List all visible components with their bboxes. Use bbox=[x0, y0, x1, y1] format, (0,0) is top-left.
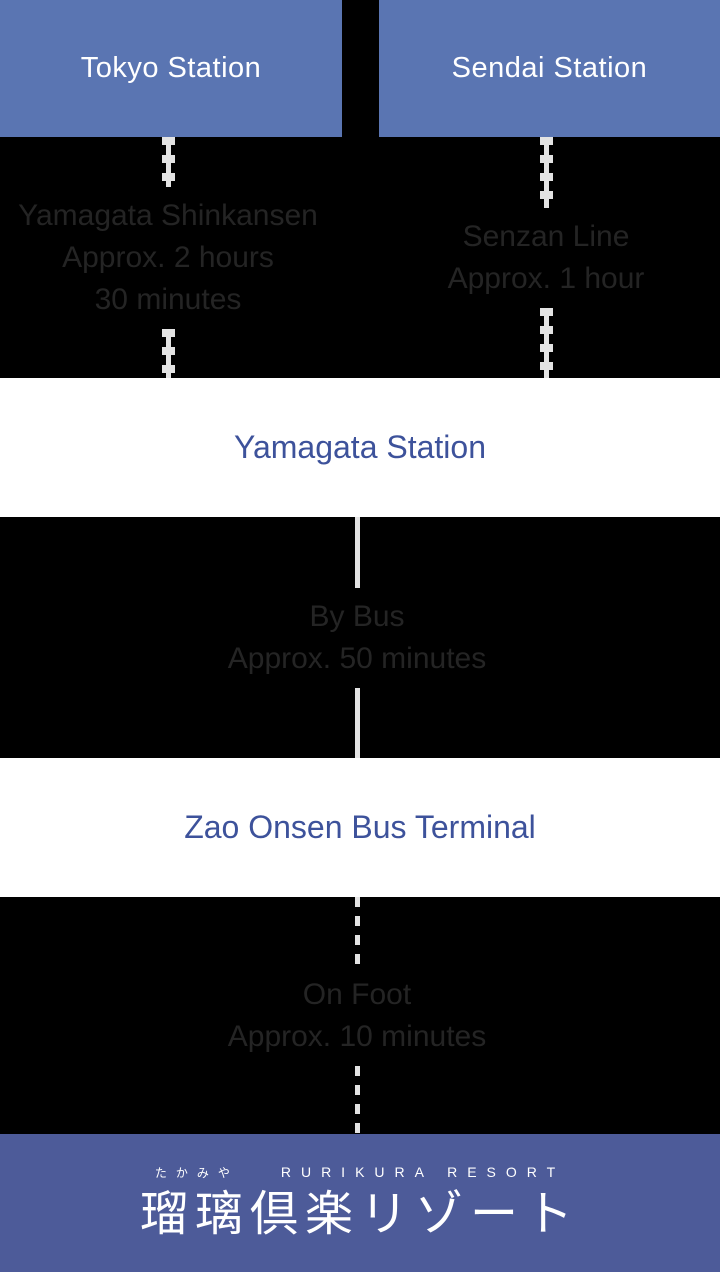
stop-label-zao: Zao Onsen Bus Terminal bbox=[184, 809, 536, 845]
station-label-sendai: Sendai Station bbox=[451, 52, 648, 84]
footer-subtitle: たかみや RURIKURA RESORT bbox=[155, 1164, 565, 1181]
stop-band-yamagata-station: Yamagata Station bbox=[0, 378, 720, 517]
leg-label-line: Yamagata Shinkansen bbox=[18, 198, 318, 232]
stop-label-yamagata: Yamagata Station bbox=[233, 429, 486, 465]
leg-label-line: By Bus bbox=[309, 599, 405, 633]
footer-logo-area: たかみや RURIKURA RESORT 瑠璃倶楽リゾート bbox=[0, 1134, 720, 1272]
station-label-tokyo: Tokyo Station bbox=[80, 52, 262, 84]
leg-label-senzan: Senzan Line Approx. 1 hour bbox=[448, 216, 645, 300]
leg-label-bus: By Bus Approx. 50 minutes bbox=[228, 596, 486, 680]
station-box-sendai: Sendai Station bbox=[379, 0, 720, 137]
leg-senzan-line: Senzan Line Approx. 1 hour bbox=[376, 137, 716, 378]
leg-label-line: Senzan Line bbox=[462, 219, 630, 253]
walk-line-icon bbox=[354, 897, 360, 966]
station-box-tokyo: Tokyo Station bbox=[0, 0, 342, 137]
footer-english-label: RURIKURA RESORT bbox=[280, 1164, 566, 1181]
railway-line-icon bbox=[539, 137, 553, 208]
bus-line-icon bbox=[354, 687, 360, 758]
leg-label-walk: On Foot Approx. 10 minutes bbox=[228, 974, 486, 1058]
bus-line-icon bbox=[354, 517, 360, 588]
leg-label-line: On Foot bbox=[302, 977, 412, 1011]
railway-line-icon bbox=[161, 328, 175, 378]
leg-yamagata-shinkansen: Yamagata Shinkansen Approx. 2 hours 30 m… bbox=[0, 137, 336, 378]
footer-kana-label: たかみや bbox=[154, 1166, 239, 1181]
railway-line-icon bbox=[161, 137, 175, 187]
leg-label-line: Approx. 50 minutes bbox=[227, 641, 487, 675]
leg-on-foot: On Foot Approx. 10 minutes bbox=[177, 897, 537, 1134]
walk-line-icon bbox=[354, 1065, 360, 1134]
leg-by-bus: By Bus Approx. 50 minutes bbox=[177, 517, 537, 758]
leg-label-shinkansen: Yamagata Shinkansen Approx. 2 hours 30 m… bbox=[18, 195, 318, 321]
stop-band-zao-onsen-bus-terminal: Zao Onsen Bus Terminal bbox=[0, 758, 720, 897]
railway-line-icon bbox=[539, 307, 553, 378]
leg-label-line: Approx. 10 minutes bbox=[227, 1019, 487, 1053]
leg-label-line: Approx. 2 hours bbox=[62, 240, 274, 274]
leg-label-line: Approx. 1 hour bbox=[447, 261, 645, 295]
leg-label-line: 30 minutes bbox=[94, 282, 242, 316]
resort-logo: 瑠璃倶楽リゾート bbox=[139, 1188, 580, 1242]
